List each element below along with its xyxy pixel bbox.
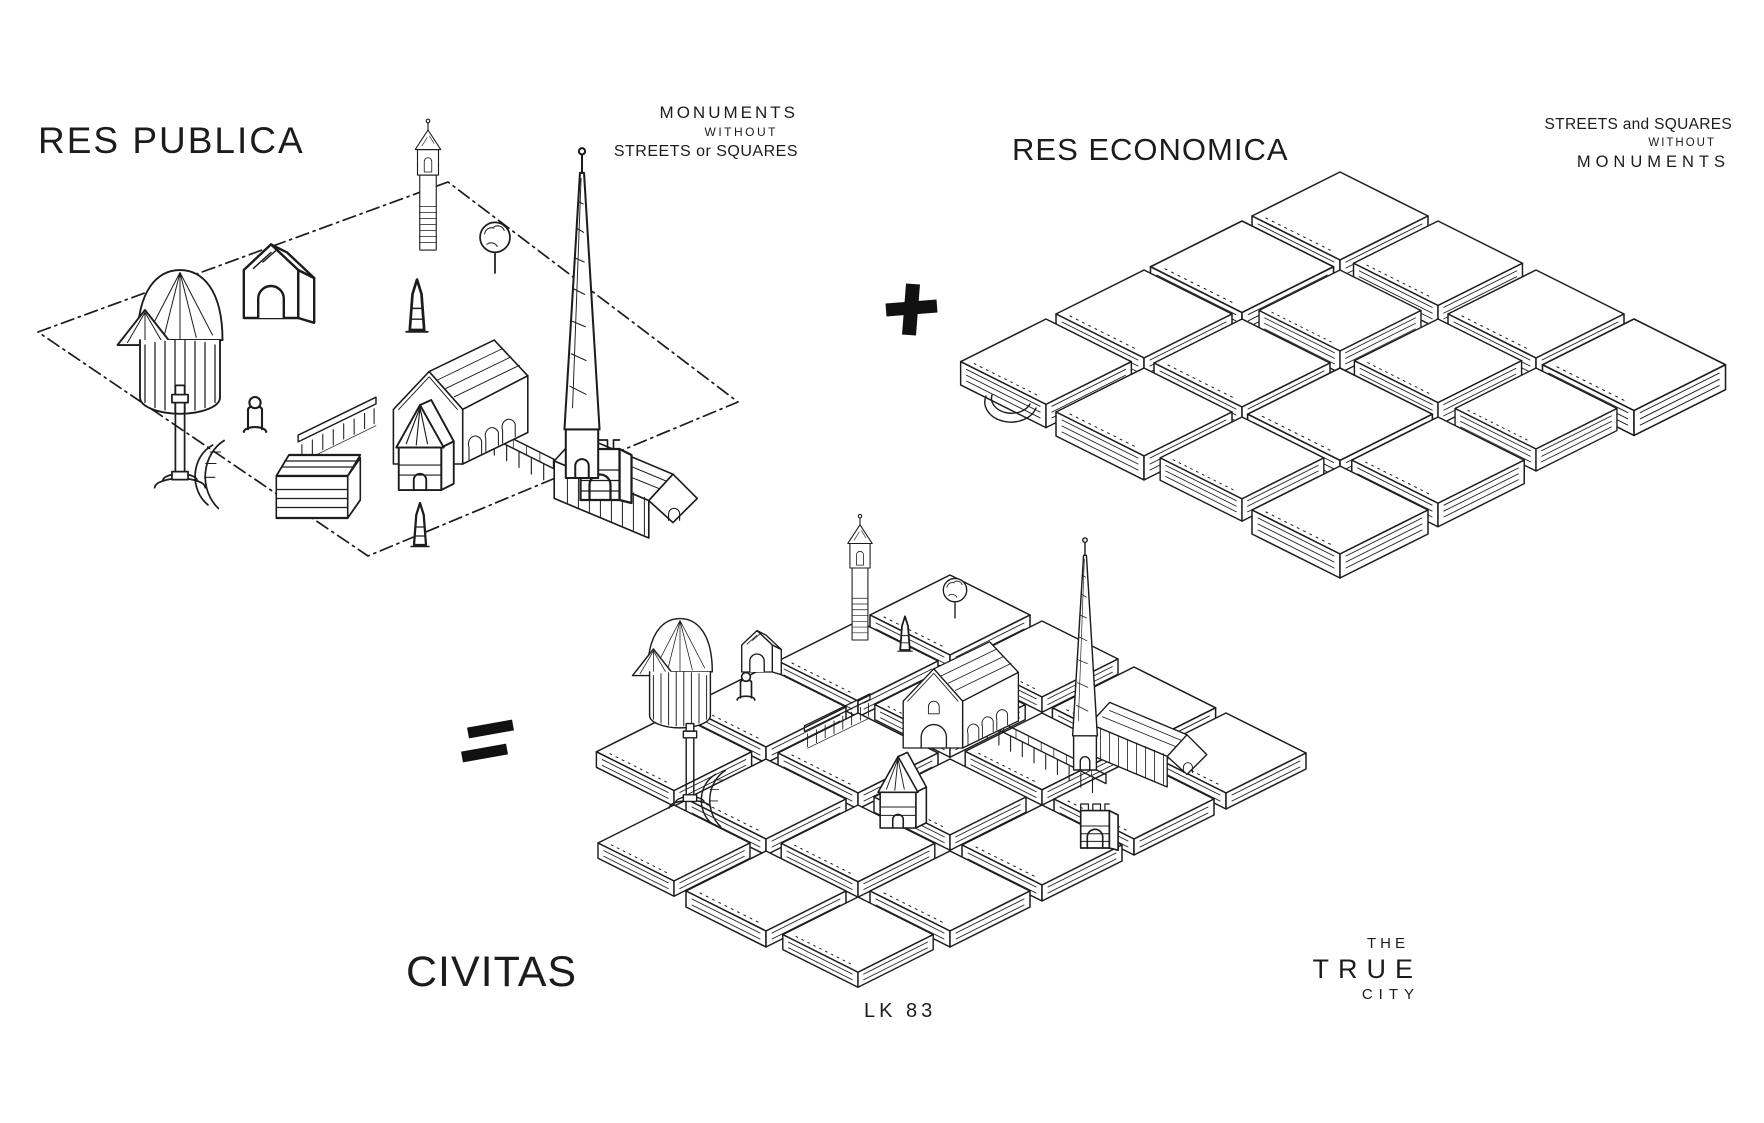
annotation-line: TRUE <box>1312 954 1422 984</box>
tree <box>479 221 511 274</box>
caption-line: STREETS or SQUARES <box>613 143 798 160</box>
caption-line: STREETS and SQUARES <box>1544 116 1732 133</box>
res-publica-title: RES PUBLICA <box>38 120 305 161</box>
caption-line: MONUMENTS <box>1576 153 1730 171</box>
true-city-annotation: THE TRUE CITY <box>1290 934 1422 1006</box>
obelisk <box>404 278 430 334</box>
exedra-wall <box>194 439 225 510</box>
res-economica-caption: STREETS and SQUARES WITHOUT MONUMENTS <box>1480 114 1732 173</box>
church-spire <box>563 147 601 480</box>
colonnade <box>297 396 377 463</box>
annotation-line: CITY <box>1361 986 1420 1003</box>
campanile-tower <box>414 118 442 251</box>
rotunda <box>116 269 224 415</box>
civitas-drawing <box>595 513 1307 988</box>
triumphal-arch <box>741 629 782 676</box>
plain-house <box>275 453 362 520</box>
plus-icon <box>885 283 938 336</box>
equals-icon <box>461 719 514 763</box>
annotation-line: THE <box>1367 935 1409 952</box>
res-economica-title: RES ECONOMICA <box>1012 132 1289 167</box>
round-altar <box>242 395 268 434</box>
arched-cut-in-block <box>984 394 1037 423</box>
res-publica-drawing <box>37 118 739 557</box>
caption-line: WITHOUT <box>1648 137 1716 149</box>
rotunda <box>631 617 714 729</box>
small-obelisk <box>409 501 431 548</box>
caption-line: MONUMENTS <box>659 103 798 122</box>
res-publica-caption: MONUMENTS WITHOUT STREETS or SQUARES <box>520 102 798 163</box>
caption-line: WITHOUT <box>704 125 778 139</box>
artist-signature: LK 83 <box>864 1000 937 1022</box>
ground-plane-dashed-outline <box>37 181 739 557</box>
triumphal-arch <box>242 243 316 324</box>
civitas-title: CIVITAS <box>406 948 578 996</box>
res-economica-drawing <box>959 171 1727 579</box>
campanile-tower <box>847 513 873 641</box>
